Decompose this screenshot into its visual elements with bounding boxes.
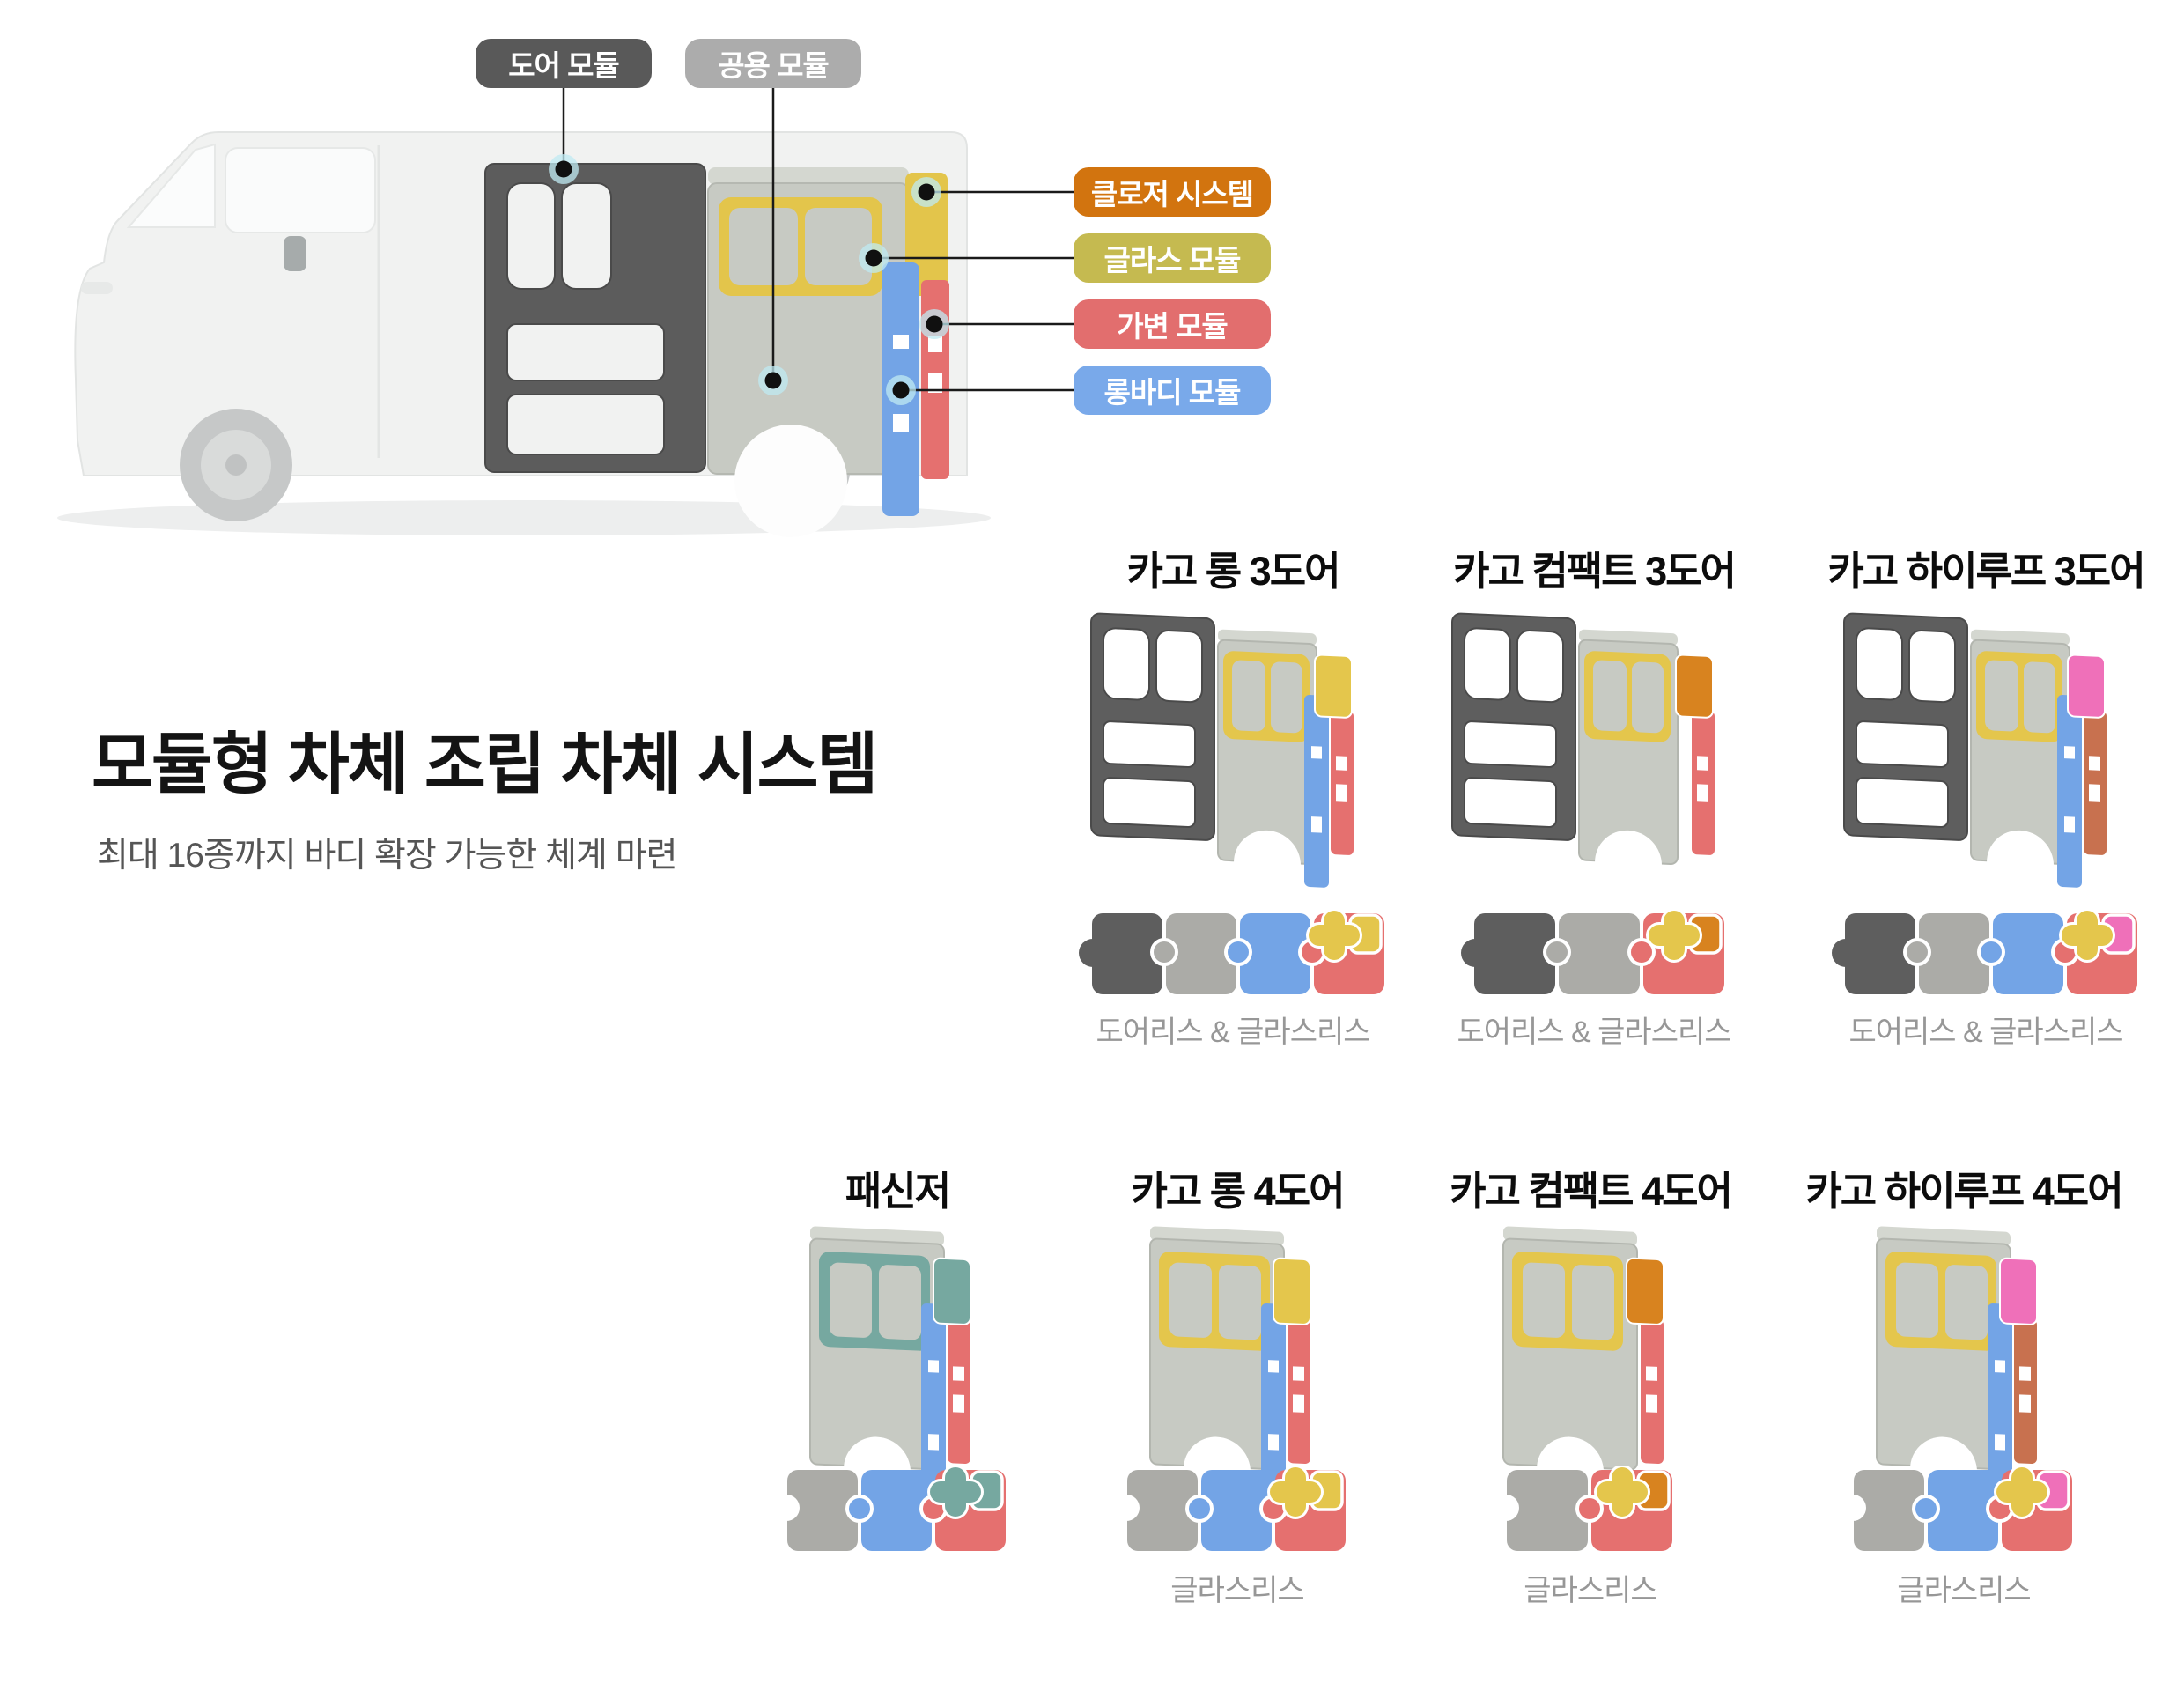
variant-title: 카고 컴팩트 4도어: [1450, 1169, 1733, 1214]
body-figure-svg: [1090, 612, 1354, 897]
variant-caption: 글라스리스: [1524, 1574, 1657, 1607]
door-module-marker: [555, 160, 572, 178]
variant-puzzle-figure: [1829, 908, 2143, 1003]
body-figure-svg: [1502, 1226, 1664, 1504]
variant-title: 카고 하이루프 3도어: [1827, 549, 2145, 594]
variant-title: 패신저: [845, 1169, 951, 1214]
puzzle-figure-svg: [773, 1465, 1006, 1551]
puzzle-figure-svg: [1493, 1465, 1672, 1551]
longbody-slot: [893, 335, 909, 349]
glass-module-marker: [865, 249, 882, 267]
front-wheel: [180, 409, 292, 521]
common-module-rail: [708, 167, 909, 185]
variant-puzzle-figure: [1458, 908, 1730, 1003]
body-figure-svg: [809, 1226, 971, 1504]
variable-slot: [928, 336, 942, 352]
common-module-marker: [764, 372, 782, 389]
closure-system-marker: [918, 183, 935, 201]
body-figure-svg: [1149, 1226, 1311, 1504]
variable-slot: [928, 373, 942, 393]
variable-module-marker: [926, 315, 943, 333]
variant-body-figure: [1498, 1214, 1683, 1509]
variant-puzzle-figure: [773, 1465, 1011, 1560]
variant-body-figure: [1088, 604, 1378, 899]
van-mirror: [284, 236, 306, 271]
variant-puzzle-figure: [1076, 908, 1390, 1003]
variable-module-label: 가변 모듈: [1074, 299, 1271, 349]
variant-caption: 도어리스 & 글라스리스: [1848, 1015, 2123, 1049]
variant-passenger: 패신저: [739, 1159, 1056, 1691]
variant-caption: 글라스리스: [1897, 1574, 2031, 1607]
variant-body-figure: [1871, 1214, 2056, 1509]
door-module-label: 도어 모듈: [476, 39, 652, 88]
variant-caption: 도어리스 & 글라스리스: [1457, 1015, 1731, 1049]
body-figure-svg: [1843, 612, 2107, 897]
variant-title: 카고 컴팩트 3도어: [1453, 549, 1737, 594]
variant-body-figure: [805, 1214, 990, 1509]
puzzle-figure-svg: [1840, 1465, 2072, 1551]
page-title: 모듈형 차체 조립 차체 시스템: [92, 727, 879, 802]
variant-puzzle-figure: [1840, 1465, 2077, 1560]
puzzle-figure-svg: [1079, 908, 1384, 994]
callout-markers: [549, 154, 949, 405]
variant-body-figure: [1145, 1214, 1330, 1509]
variant-puzzle-figure: [1113, 1465, 1351, 1560]
body-figure-svg: [1876, 1226, 2038, 1504]
callout-lines: [562, 88, 1074, 392]
longbody-module-marker: [892, 381, 910, 399]
body-figure-svg: [1451, 612, 1715, 897]
variant-title: 카고 롱 3도어: [1126, 549, 1340, 594]
puzzle-figure-svg: [1113, 1465, 1346, 1551]
common-module-label: 공용 모듈: [685, 39, 861, 88]
van-illustration: [57, 88, 1074, 537]
page-subtitle: 최대 16종까지 바디 확장 가능한 체계 마련: [97, 837, 677, 875]
puzzle-figure-svg: [1832, 908, 2137, 994]
variant-caption: 도어리스 & 글라스리스: [1096, 1015, 1370, 1049]
puzzle-figure-svg: [1461, 908, 1724, 994]
variant-puzzle-figure: [1493, 1465, 1678, 1560]
variant-title: 카고 하이루프 4도어: [1805, 1169, 2123, 1214]
closure-system-label: 클로저 시스템: [1074, 167, 1271, 217]
variant-body-figure: [1841, 604, 2131, 899]
variant-caption: 글라스리스: [1170, 1574, 1304, 1607]
van-door-window: [225, 147, 376, 233]
variant-title: 카고 롱 4도어: [1131, 1169, 1345, 1214]
glass-module-panel: [719, 197, 882, 296]
glass-module-label: 글라스 모듈: [1074, 233, 1271, 283]
variant-body-figure: [1449, 604, 1739, 899]
longbody-module-label: 롱바디 모듈: [1074, 366, 1271, 415]
door-module-panel: [484, 163, 706, 473]
wheel-arch-cutout: [734, 425, 847, 537]
longbody-slot: [893, 414, 909, 432]
van-headlight: [81, 282, 113, 294]
van-windshield: [126, 143, 216, 228]
